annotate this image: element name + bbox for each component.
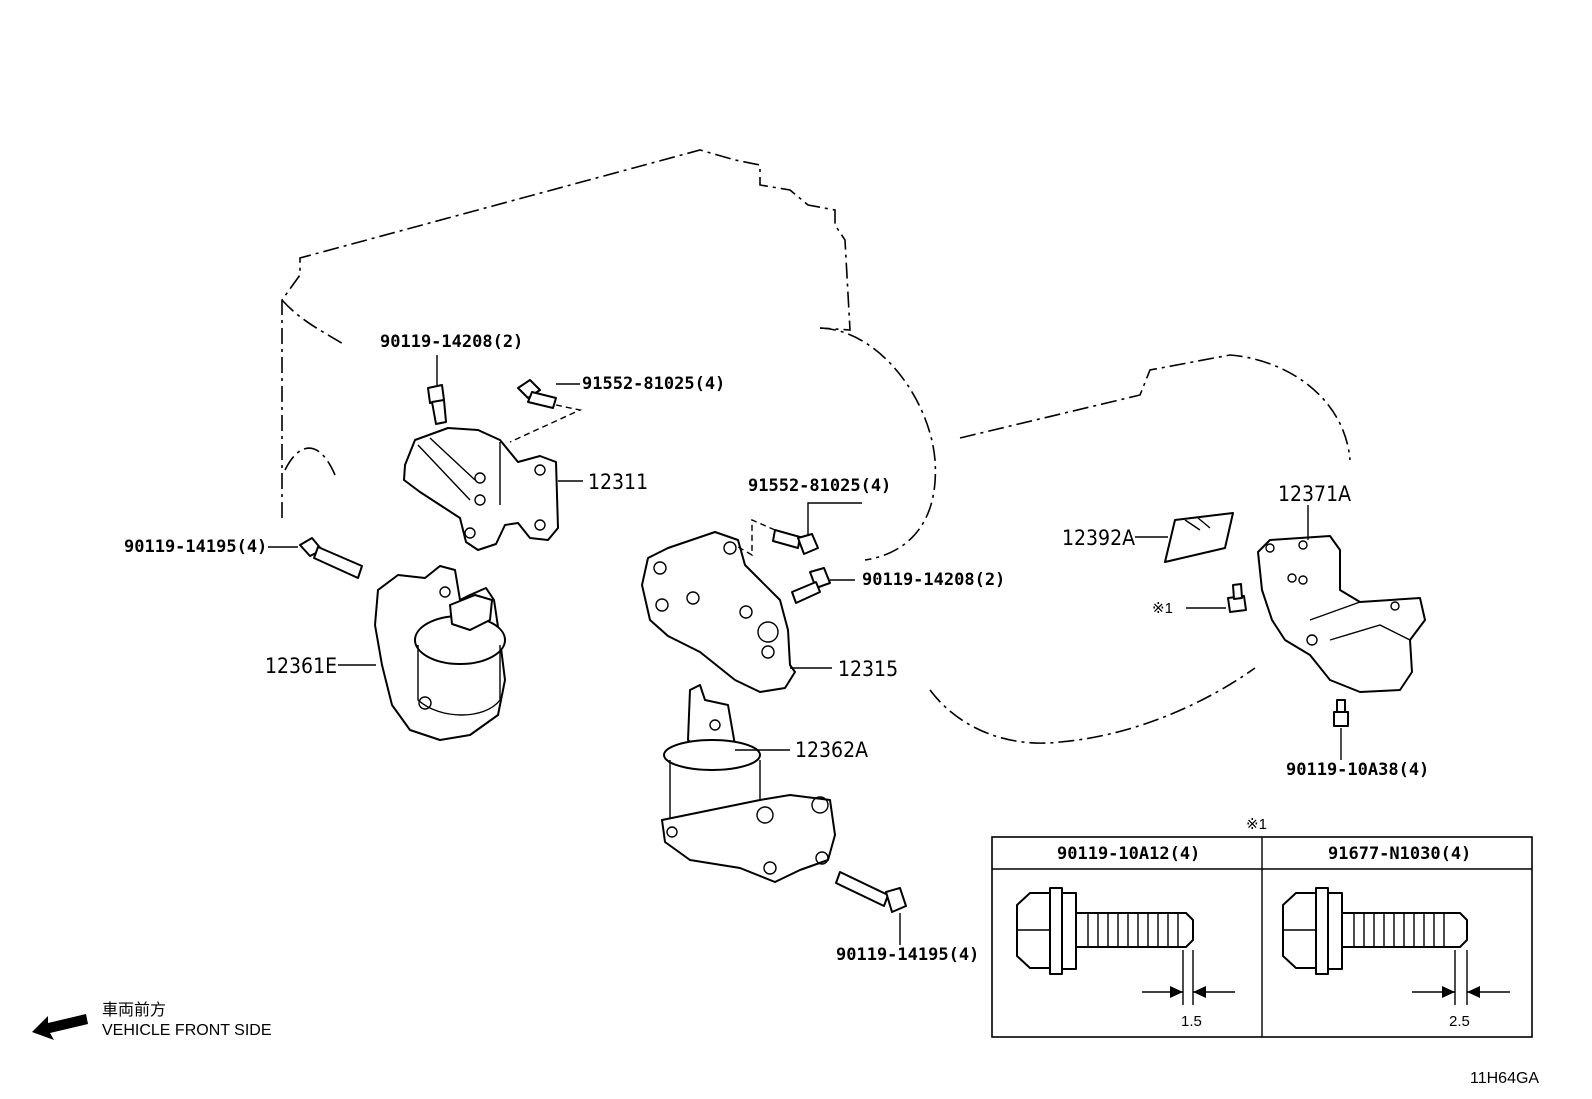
engine-mount-12362A xyxy=(661,684,836,883)
label-91552-81025-mid: 91552-81025(4) xyxy=(748,476,891,496)
detail-part-number-2: 91677-N1030(4) xyxy=(1328,844,1471,864)
transmission-mount-12371A xyxy=(1257,535,1426,693)
direction-jp: 車両前方 xyxy=(102,1001,166,1019)
label-90119-14195-bottom: 90119-14195(4) xyxy=(836,945,979,965)
bolt-90119-10A38 xyxy=(1333,699,1349,727)
bracket-12311 xyxy=(403,427,559,551)
label-12362A: 12362A xyxy=(795,738,868,762)
part-labels: 90119-14208(2) 91552-81025(4) 12311 9011… xyxy=(124,332,1429,965)
diagram-code: 11H64GA xyxy=(1470,1070,1539,1087)
bolt-ref1 xyxy=(1227,583,1247,613)
label-12361E: 12361E xyxy=(265,654,337,678)
label-90119-14208-mid: 90119-14208(2) xyxy=(862,570,1005,590)
front-arrow-icon xyxy=(32,1014,88,1040)
bolt-90119-14208-top xyxy=(427,384,447,425)
stopper-12392A xyxy=(1164,512,1234,563)
detail-part-number-1: 90119-10A12(4) xyxy=(1057,844,1200,864)
label-ref1: ※1 xyxy=(1152,600,1173,617)
bolt-90119-14195-bottom xyxy=(835,871,907,913)
bolt-91552-81025-top xyxy=(517,379,557,409)
detail-bolt-2 xyxy=(1282,887,1510,1005)
leader-lines xyxy=(268,355,1342,945)
detail-ref-mark: ※1 xyxy=(1246,816,1267,833)
detail-dimension-2: 2.5 xyxy=(1449,1013,1470,1030)
direction-en: VEHICLE FRONT SIDE xyxy=(102,1022,272,1039)
label-12392A: 12392A xyxy=(1062,526,1135,550)
bracket-12315 xyxy=(641,531,796,693)
label-12311: 12311 xyxy=(588,470,648,494)
vehicle-front-indicator: 車両前方 VEHICLE FRONT SIDE xyxy=(32,1001,272,1040)
label-12315: 12315 xyxy=(838,657,898,681)
detail-table: ※1 90119-10A12(4) 91677-N1030(4) 1.5 xyxy=(991,816,1533,1038)
detail-bolt-1 xyxy=(1016,887,1235,1005)
bolt-91552-81025-mid xyxy=(772,529,819,555)
label-90119-14195-left: 90119-14195(4) xyxy=(124,537,267,557)
detail-dimension-1: 1.5 xyxy=(1181,1013,1202,1030)
label-90119-10A38: 90119-10A38(4) xyxy=(1286,760,1429,780)
label-90119-14208-top: 90119-14208(2) xyxy=(380,332,523,352)
label-91552-81025-top: 91552-81025(4) xyxy=(582,374,725,394)
bolt-90119-14195-left xyxy=(299,537,363,579)
label-12371A: 12371A xyxy=(1278,482,1351,506)
engine-mount-12361E xyxy=(374,565,506,741)
engine-outline xyxy=(281,149,1351,744)
bolt-90119-14208-mid xyxy=(791,567,831,604)
